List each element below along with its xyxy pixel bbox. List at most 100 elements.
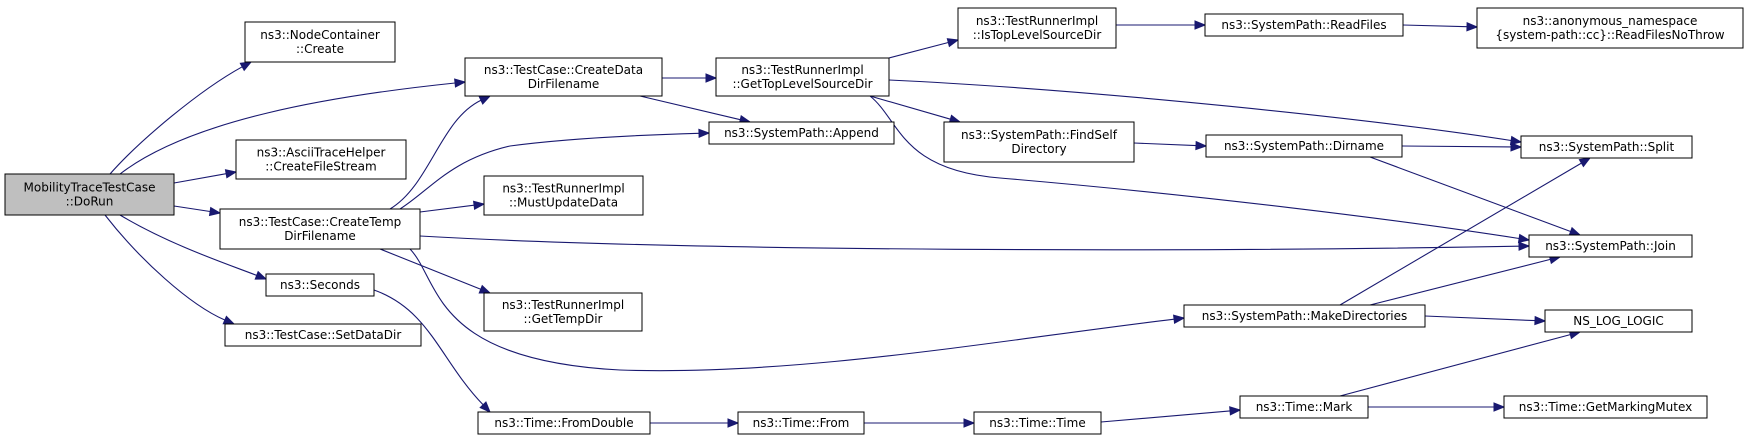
edge-arrowhead — [222, 315, 236, 325]
node-label-line: ns3::Time::Time — [989, 416, 1085, 430]
node-mustupdate[interactable]: ns3::TestRunnerImpl::MustUpdateData — [483, 175, 644, 216]
edge-arrowhead — [727, 418, 740, 428]
node-ascii[interactable]: ns3::AsciiTraceHelper::CreateFileStream — [235, 139, 407, 180]
node-gettoplevel[interactable]: ns3::TestRunnerImpl::GetTopLevelSourceDi… — [715, 57, 890, 97]
node-box — [1520, 135, 1693, 159]
node-label-line: ::DoRun — [66, 195, 114, 209]
node-box — [483, 175, 644, 216]
node-seconds[interactable]: ns3::Seconds — [265, 273, 375, 297]
edge-arrowhead — [1229, 406, 1242, 416]
node-nslog[interactable]: NS_LOG_LOGIC — [1544, 309, 1693, 333]
node-box — [1544, 309, 1693, 333]
edge-line — [1133, 142, 1197, 147]
edge-line — [173, 173, 227, 184]
node-box — [1205, 134, 1403, 158]
node-mark[interactable]: ns3::Time::Mark — [1239, 395, 1369, 419]
node-box — [224, 323, 422, 347]
edge-line — [888, 79, 1512, 142]
node-box — [483, 292, 643, 332]
edge-line — [419, 204, 475, 213]
node-append[interactable]: ns3::SystemPath::Append — [708, 121, 895, 145]
node-label-line: ::MustUpdateData — [509, 196, 618, 210]
node-label-line: ns3::TestRunnerImpl — [502, 182, 624, 196]
edge-arrowhead — [1578, 157, 1592, 168]
edge-arrowhead — [1534, 315, 1547, 326]
node-join[interactable]: ns3::SystemPath::Join — [1528, 234, 1693, 258]
call-edges — [104, 20, 1592, 428]
node-label-line: ns3::TestCase::SetDataDir — [245, 328, 402, 342]
node-label-line: ns3::Time::FromDouble — [494, 416, 633, 430]
node-fromdouble[interactable]: ns3::Time::FromDouble — [477, 411, 651, 435]
node-readfiles[interactable]: ns3::SystemPath::ReadFiles — [1204, 13, 1404, 37]
node-setdatadir[interactable]: ns3::TestCase::SetDataDir — [224, 323, 422, 347]
edge-arrowhead — [963, 418, 976, 428]
node-label-line: ns3::SystemPath::MakeDirectories — [1202, 309, 1408, 323]
edge-fromdouble-to-from — [650, 418, 740, 428]
edge-line — [373, 289, 484, 406]
edge-line — [173, 205, 211, 213]
node-label-line: ns3::Seconds — [280, 278, 360, 292]
node-label-line: ns3::SystemPath::Split — [1539, 140, 1675, 154]
node-label-line: DirFilename — [528, 77, 600, 91]
edge-time-to-mark — [1100, 406, 1242, 423]
node-label-line: MobilityTraceTestCase — [24, 181, 156, 195]
node-box — [219, 208, 421, 250]
edge-line — [869, 95, 1520, 240]
edge-line — [119, 82, 456, 175]
edge-arrowhead — [454, 78, 467, 88]
node-split[interactable]: ns3::SystemPath::Split — [1520, 135, 1693, 159]
node-label-line: ::CreateFileStream — [265, 160, 376, 174]
node-makedirs[interactable]: ns3::SystemPath::MakeDirectories — [1183, 304, 1426, 328]
edge-line — [419, 235, 1520, 251]
edge-arrowhead — [479, 401, 491, 413]
node-time[interactable]: ns3::Time::Time — [973, 411, 1102, 435]
edge-mark-to-getmutex — [1368, 402, 1506, 412]
edge-istoplevel-to-readfiles — [1116, 20, 1207, 30]
node-box — [265, 273, 375, 297]
edge-makedirs-to-split — [1339, 157, 1592, 306]
edge-gettoplevel-to-join — [869, 95, 1531, 244]
edge-arrowhead — [472, 200, 486, 211]
node-label-line: ns3::TestCase::CreateData — [484, 63, 643, 77]
node-label-line: Directory — [1011, 142, 1066, 156]
node-label-line: ns3::Time::GetMarkingMutex — [1519, 400, 1693, 414]
node-box — [464, 57, 663, 97]
edge-arrowhead — [1195, 140, 1208, 151]
node-istoplevel[interactable]: ns3::TestRunnerImpl::IsTopLevelSourceDir — [957, 7, 1117, 49]
node-label-line: ns3::AsciiTraceHelper — [257, 146, 386, 160]
edge-line — [1401, 145, 1512, 148]
node-label-line: ns3::NodeContainer — [260, 28, 380, 42]
node-getmutex[interactable]: ns3::Time::GetMarkingMutex — [1503, 395, 1708, 419]
node-readnothrow[interactable]: ns3::anonymous_namespace{system-path::cc… — [1476, 7, 1744, 49]
edge-dirname-to-split — [1401, 142, 1523, 152]
edge-line — [869, 95, 951, 120]
node-label-line: ns3::SystemPath::Append — [724, 126, 879, 140]
node-root[interactable]: MobilityTraceTestCase::DoRun — [4, 173, 175, 216]
edge-gettoplevel-to-findself — [869, 95, 962, 124]
node-label-line: ns3::TestRunnerImpl — [741, 63, 863, 77]
node-label-line: ns3::TestRunnerImpl — [976, 14, 1098, 28]
edge-findself-to-dirname — [1133, 140, 1208, 151]
edge-dirname-to-join — [1369, 156, 1582, 236]
node-box — [1239, 395, 1369, 419]
edge-line — [1369, 156, 1571, 233]
node-nodecontainer[interactable]: ns3::NodeContainer::Create — [244, 21, 396, 63]
node-box — [737, 411, 865, 435]
node-gettempdir[interactable]: ns3::TestRunnerImpl::GetTempDir — [483, 292, 643, 332]
edge-seconds-to-fromdouble — [373, 289, 491, 413]
node-label-line: ns3::TestRunnerImpl — [502, 298, 624, 312]
edge-line — [389, 99, 482, 210]
edge-createtempdir-to-join — [419, 235, 1531, 251]
edge-createdatadir-to-gettoplevel — [662, 73, 718, 83]
node-box — [1476, 7, 1744, 49]
edge-line — [1369, 258, 1551, 306]
node-from[interactable]: ns3::Time::From — [737, 411, 865, 435]
edge-line — [1402, 24, 1468, 28]
node-dirname[interactable]: ns3::SystemPath::Dirname — [1205, 134, 1403, 158]
node-label-line: ns3::TestCase::CreateTemp — [239, 215, 402, 229]
edge-root-to-seconds — [119, 214, 268, 280]
edge-line — [119, 214, 257, 276]
